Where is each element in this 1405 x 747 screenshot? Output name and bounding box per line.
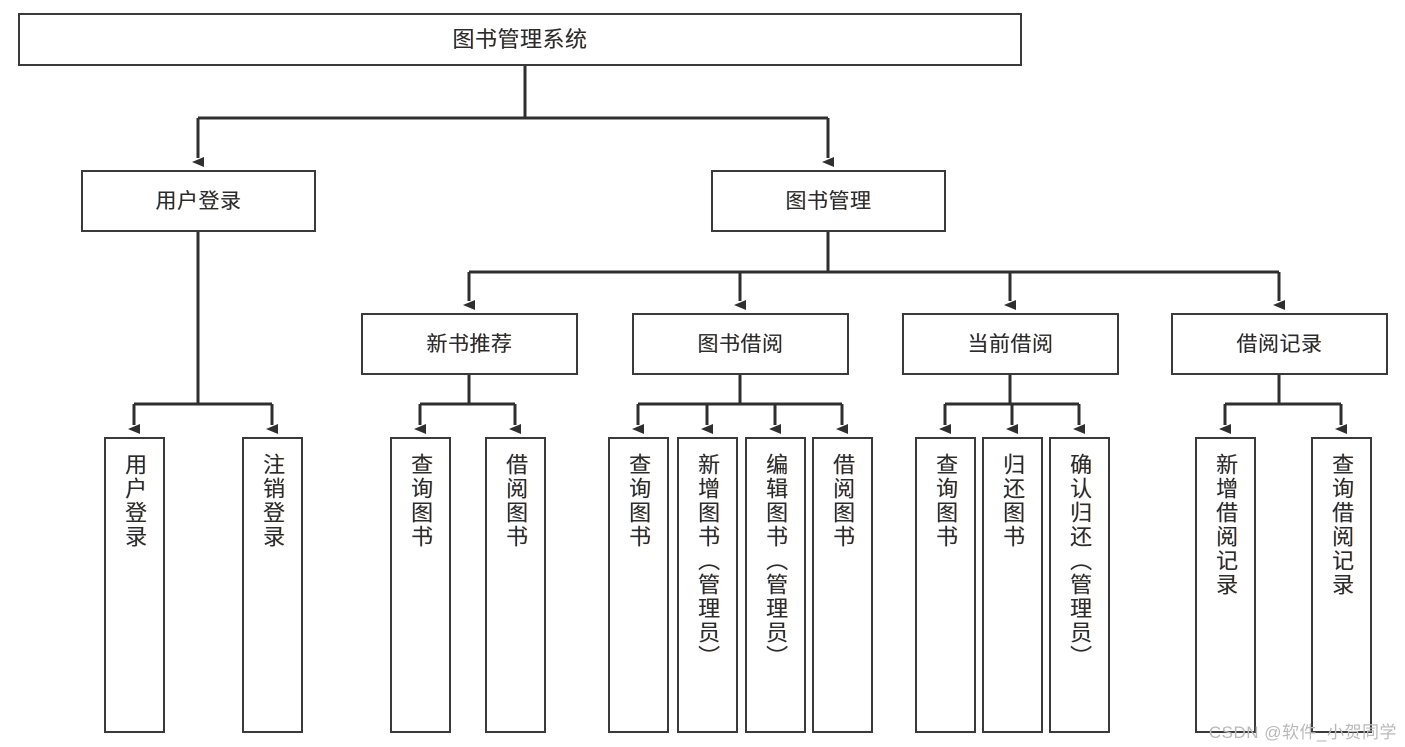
node-borrow-record[interactable]: 借阅记录 bbox=[1171, 313, 1388, 375]
node-label: 查询图书 bbox=[408, 453, 434, 549]
node-label: 注销登录 bbox=[260, 453, 286, 549]
node-label: 查询借阅记录 bbox=[1329, 453, 1355, 597]
node-book-management[interactable]: 图书管理 bbox=[711, 170, 946, 232]
leaf-new-book-query-book[interactable]: 查询图书 bbox=[390, 437, 451, 733]
node-label: 用户登录 bbox=[155, 189, 242, 213]
node-new-book-recommend[interactable]: 新书推荐 bbox=[361, 313, 578, 375]
leaf-borrow-record-add-record[interactable]: 新增借阅记录 bbox=[1195, 437, 1256, 733]
node-label: 新增借阅记录 bbox=[1213, 453, 1239, 597]
leaf-borrow-record-query-record[interactable]: 查询借阅记录 bbox=[1311, 437, 1372, 733]
leaf-user-login-logout[interactable]: 注销登录 bbox=[242, 437, 303, 733]
node-book-management-system[interactable]: 图书管理系统 bbox=[18, 13, 1022, 66]
node-label: 编辑图书（管理员） bbox=[763, 453, 789, 669]
leaf-book-borrow-edit-book-admin[interactable]: 编辑图书（管理员） bbox=[745, 437, 806, 733]
leaf-book-borrow-query-book[interactable]: 查询图书 bbox=[608, 437, 669, 733]
node-label: 新增图书（管理员） bbox=[695, 453, 721, 669]
node-label: 确认归还（管理员） bbox=[1067, 453, 1093, 669]
leaf-book-borrow-borrow-book[interactable]: 借阅图书 bbox=[812, 437, 873, 733]
leaf-book-borrow-add-book-admin[interactable]: 新增图书（管理员） bbox=[677, 437, 738, 733]
node-label: 新书推荐 bbox=[426, 332, 513, 356]
node-label: 图书管理 bbox=[785, 189, 872, 213]
node-label: 图书借阅 bbox=[697, 332, 784, 356]
leaf-current-borrow-confirm-return-admin[interactable]: 确认归还（管理员） bbox=[1049, 437, 1110, 733]
leaf-current-borrow-query-book[interactable]: 查询图书 bbox=[915, 437, 976, 733]
node-current-borrow[interactable]: 当前借阅 bbox=[902, 313, 1119, 375]
node-label: 当前借阅 bbox=[967, 332, 1054, 356]
node-label: 用户登录 bbox=[122, 453, 148, 549]
csdn-watermark: CSDN @软件_小贺同学 bbox=[1208, 723, 1397, 742]
node-label: 借阅图书 bbox=[830, 453, 856, 549]
node-label: 归还图书 bbox=[1000, 453, 1026, 549]
leaf-new-book-borrow-book[interactable]: 借阅图书 bbox=[485, 437, 546, 733]
node-label: 查询图书 bbox=[933, 453, 959, 549]
leaf-current-borrow-return-book[interactable]: 归还图书 bbox=[982, 437, 1043, 733]
node-label: 借阅记录 bbox=[1236, 332, 1323, 356]
node-label: 图书管理系统 bbox=[452, 26, 588, 52]
node-label: 查询图书 bbox=[626, 453, 652, 549]
node-user-login[interactable]: 用户登录 bbox=[81, 170, 316, 232]
node-book-borrow[interactable]: 图书借阅 bbox=[632, 313, 849, 375]
node-label: 借阅图书 bbox=[503, 453, 529, 549]
leaf-user-login-login[interactable]: 用户登录 bbox=[104, 437, 165, 733]
